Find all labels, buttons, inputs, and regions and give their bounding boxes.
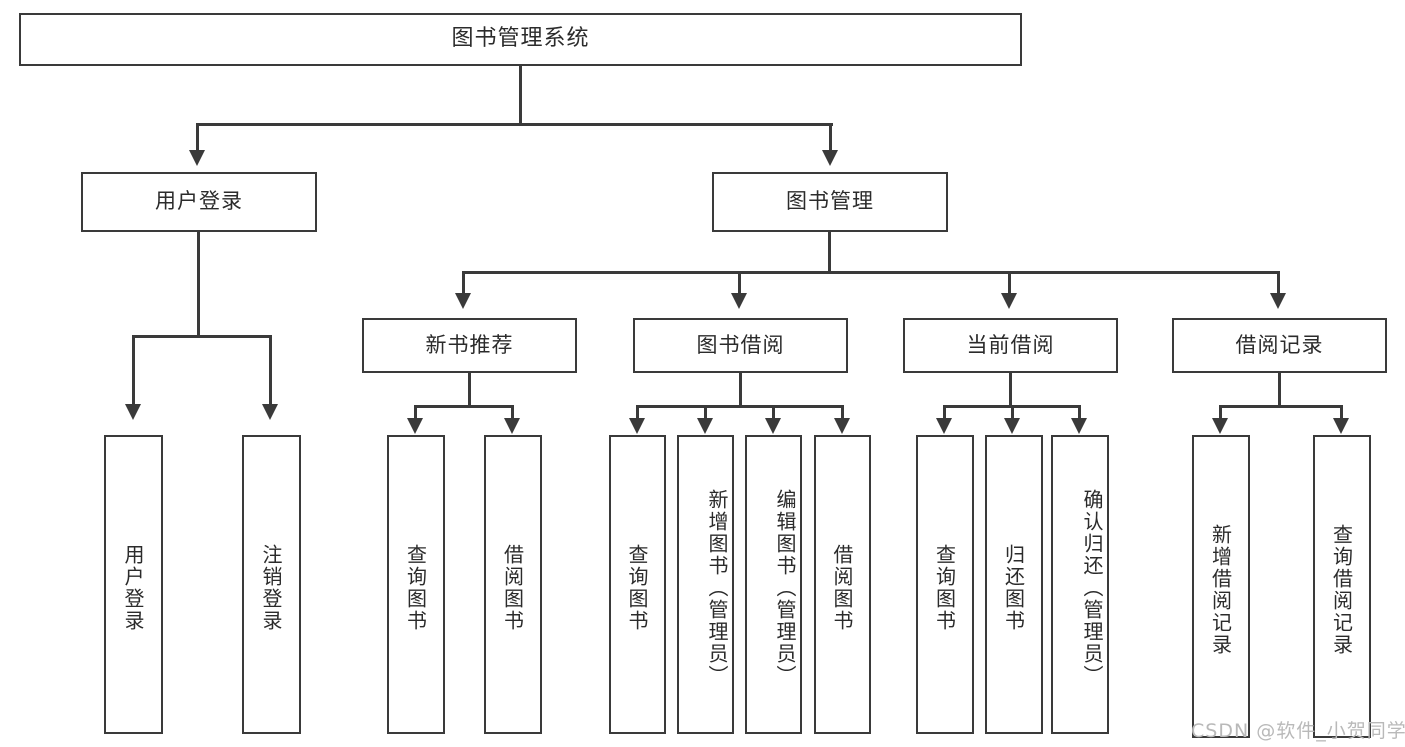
connector-level2-bus — [462, 271, 1279, 274]
arrowhead-cb-query — [936, 418, 952, 434]
node-label: 借阅记录 — [1235, 332, 1324, 357]
arrowhead-br-query — [1333, 418, 1349, 434]
node-current-borrow[interactable]: 当前借阅 — [903, 318, 1118, 373]
arrowhead-cb-return — [1004, 418, 1020, 434]
leaf-logout[interactable]: 注销登录 — [242, 435, 301, 734]
connector-drop-bb-add — [704, 405, 707, 423]
node-label: 查询借阅记录 — [1329, 523, 1354, 656]
node-root-system[interactable]: 图书管理系统 — [19, 13, 1022, 66]
connector-level1-bus — [196, 123, 833, 126]
connector-new-books-bus — [414, 405, 513, 408]
node-label: 用户登录 — [121, 543, 145, 632]
arrowhead-borrow-records — [1270, 293, 1286, 309]
arrowhead-nb-query — [407, 418, 423, 434]
connector-borrow-records-stem — [1278, 373, 1281, 407]
node-label: 图书管理 — [786, 189, 874, 214]
node-label: 图书管理系统 — [451, 26, 590, 52]
arrowhead-current-borrow — [1001, 293, 1017, 309]
arrowhead-leaf-logout — [262, 404, 278, 420]
node-label: 借阅图书 — [500, 543, 525, 632]
leaf-br-add-record[interactable]: 新增借阅记录 — [1192, 435, 1250, 738]
node-user-login[interactable]: 用户登录 — [81, 172, 317, 232]
connector-drop-cb-confirm — [1078, 405, 1081, 423]
leaf-bb-edit-book[interactable]: 编辑图书（管理员） — [745, 435, 802, 734]
arrowhead-book-borrow — [731, 293, 747, 309]
connector-drop-bb-edit — [772, 405, 775, 423]
arrowhead-bb-edit — [765, 418, 781, 434]
arrowhead-bb-borrow — [834, 418, 850, 434]
node-book-borrow[interactable]: 图书借阅 — [633, 318, 848, 373]
arrowhead-leaf-user-login — [125, 404, 141, 420]
leaf-cb-return-book[interactable]: 归还图书 — [985, 435, 1043, 734]
arrowhead-new-books — [455, 293, 471, 309]
connector-drop-nb-borrow — [511, 405, 514, 423]
connector-user-login-bus — [132, 335, 271, 338]
node-label: 新增借阅记录 — [1208, 523, 1233, 656]
connector-book-borrow-stem — [739, 373, 742, 407]
node-borrow-records[interactable]: 借阅记录 — [1172, 318, 1387, 373]
leaf-bb-query-book[interactable]: 查询图书 — [609, 435, 666, 734]
connector-drop-cb-return — [1011, 405, 1014, 423]
connector-drop-current-borrow — [1008, 271, 1011, 296]
arrowhead-nb-borrow — [504, 418, 520, 434]
node-label: 图书借阅 — [696, 332, 785, 357]
connector-borrow-records-bus — [1219, 405, 1342, 408]
leaf-br-query-record[interactable]: 查询借阅记录 — [1313, 435, 1371, 738]
connector-drop-nb-query — [414, 405, 417, 423]
leaf-bb-borrow-book[interactable]: 借阅图书 — [814, 435, 871, 734]
leaf-cb-query-book[interactable]: 查询图书 — [916, 435, 974, 734]
arrowhead-book-mgmt — [822, 150, 838, 166]
node-label: 新增图书（管理员） — [705, 488, 729, 687]
connector-drop-new-books — [462, 271, 465, 296]
connector-drop-bb-query — [636, 405, 639, 423]
node-label: 归还图书 — [1001, 543, 1026, 632]
node-label: 当前借阅 — [966, 332, 1055, 357]
connector-drop-br-query — [1340, 405, 1343, 423]
leaf-bb-add-book[interactable]: 新增图书（管理员） — [677, 435, 734, 734]
node-book-management[interactable]: 图书管理 — [712, 172, 948, 232]
csdn-watermark: CSDN @软件_小贺同学 — [1191, 720, 1405, 742]
node-label: 查询图书 — [932, 543, 957, 632]
connector-drop-book-mgmt — [829, 123, 832, 153]
connector-user-login-stem — [197, 232, 200, 337]
connector-drop-br-add — [1219, 405, 1222, 423]
connector-new-books-stem — [468, 373, 471, 407]
node-label: 编辑图书（管理员） — [773, 488, 797, 687]
connector-drop-borrow-records — [1277, 271, 1280, 296]
arrowhead-bb-query — [629, 418, 645, 434]
connector-drop-bb-borrow — [841, 405, 844, 423]
node-label: 借阅图书 — [830, 543, 854, 632]
connector-book-borrow-bus — [636, 405, 844, 408]
node-label: 确认归还（管理员） — [1080, 488, 1104, 687]
connector-drop-user-login — [196, 123, 199, 153]
node-label: 注销登录 — [259, 543, 283, 632]
node-label: 查询图书 — [625, 543, 649, 632]
leaf-cb-confirm-return[interactable]: 确认归还（管理员） — [1051, 435, 1109, 734]
arrowhead-user-login — [189, 150, 205, 166]
connector-drop-leaf-logout — [269, 335, 272, 407]
connector-drop-cb-query — [943, 405, 946, 423]
node-label: 用户登录 — [155, 189, 243, 214]
arrowhead-bb-add — [697, 418, 713, 434]
connector-book-mgmt-stem — [828, 232, 831, 273]
connector-current-borrow-stem — [1009, 373, 1012, 407]
connector-drop-leaf-user-login — [132, 335, 135, 407]
node-new-book-recommend[interactable]: 新书推荐 — [362, 318, 577, 373]
arrowhead-cb-confirm — [1071, 418, 1087, 434]
arrowhead-br-add — [1212, 418, 1228, 434]
node-label: 查询图书 — [403, 543, 428, 632]
leaf-nb-borrow-book[interactable]: 借阅图书 — [484, 435, 542, 734]
leaf-user-login[interactable]: 用户登录 — [104, 435, 163, 734]
connector-drop-book-borrow — [738, 271, 741, 296]
node-label: 新书推荐 — [425, 332, 514, 357]
connector-root-stem — [519, 66, 522, 123]
leaf-nb-query-book[interactable]: 查询图书 — [387, 435, 445, 734]
